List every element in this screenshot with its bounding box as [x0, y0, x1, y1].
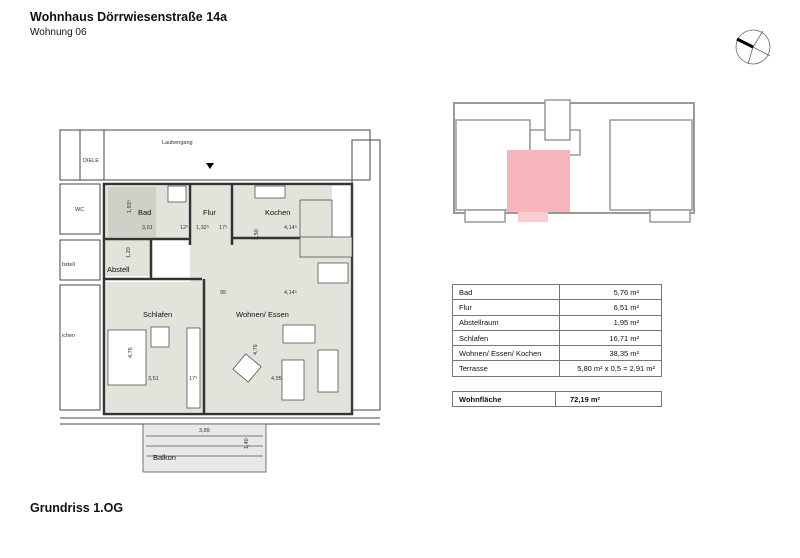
room-label-kochen: Kochen — [265, 208, 290, 217]
apartment-highlight — [507, 150, 570, 212]
dimension: 3,50 — [254, 229, 260, 240]
neighbor-label: Laubengang — [162, 140, 193, 146]
dimension: 4,14⁵ — [284, 289, 297, 296]
room-name: Schlafen — [451, 329, 561, 347]
neighbor-label: WC — [75, 207, 84, 213]
neighbor-label: bstell — [62, 262, 75, 268]
room-name: Terrasse — [451, 360, 561, 377]
balkon — [142, 423, 267, 473]
room-area: 16,71 m² — [559, 329, 662, 347]
room-label-bad: Bad — [138, 208, 151, 217]
dimension: 4,95 — [271, 376, 282, 382]
dimension: 1,32⁵ — [196, 224, 209, 231]
room-name: Bad — [451, 283, 561, 301]
floor-plan: Bad Flur Kochen Abstell Schlafen Wohnen/… — [59, 129, 381, 473]
room-area: 5,76 m² — [559, 283, 662, 301]
room-name: Wohnen/ Essen/ Kochen — [451, 345, 561, 362]
dimension: 4,76 — [253, 344, 259, 355]
room-label-balkon: Balkon — [153, 453, 176, 462]
dimension: 3,01 — [142, 225, 153, 231]
key-plan — [453, 99, 695, 223]
room-area: 38,35 m² — [559, 345, 662, 362]
dimension: 3,51 — [148, 376, 159, 382]
dimension: 1,40 — [244, 438, 250, 449]
entrance-arrow-icon — [206, 163, 214, 169]
room-area: 6,51 m² — [559, 299, 662, 316]
balcony-highlight — [518, 212, 548, 222]
total-value: 72,19 m² — [555, 390, 662, 408]
neighbor-label: DIELE — [83, 158, 99, 164]
room-name: Flur — [451, 299, 561, 316]
page-subtitle: Wohnung 06 — [30, 27, 87, 38]
dimension: 95 — [220, 290, 226, 296]
room-area: 1,95 m² — [559, 314, 662, 331]
dimension: 1,93⁵ — [126, 200, 133, 213]
furniture — [107, 185, 353, 409]
room-label-abstell: Abstell — [107, 265, 130, 274]
compass-icon — [735, 29, 771, 65]
dimension: 4,14⁵ — [284, 224, 297, 231]
dimension: 1,20 — [126, 247, 132, 258]
bad-tiles — [108, 187, 156, 237]
room-label-flur: Flur — [203, 208, 216, 217]
room-label-wohnen: Wohnen/ Essen — [236, 310, 289, 319]
dimension: 3,89 — [199, 428, 210, 434]
total-label: Wohnfläche — [452, 390, 556, 408]
neighbor-label: ichen — [62, 333, 75, 339]
dimension: 4,76 — [128, 347, 134, 358]
room-area: 5,80 m² x 0,5 = 2,91 m² — [559, 360, 662, 377]
room-label-schlafen: Schlafen — [143, 310, 172, 319]
room-name: Abstellraum — [451, 314, 561, 331]
dimension: 17⁵ — [189, 375, 197, 382]
dimension: 12⁵ — [180, 224, 188, 231]
plan-title: Grundriss 1.OG — [30, 501, 124, 515]
dimension: 17⁵ — [219, 224, 227, 231]
page-title: Wohnhaus Dörrwiesenstraße 14a — [30, 10, 228, 24]
